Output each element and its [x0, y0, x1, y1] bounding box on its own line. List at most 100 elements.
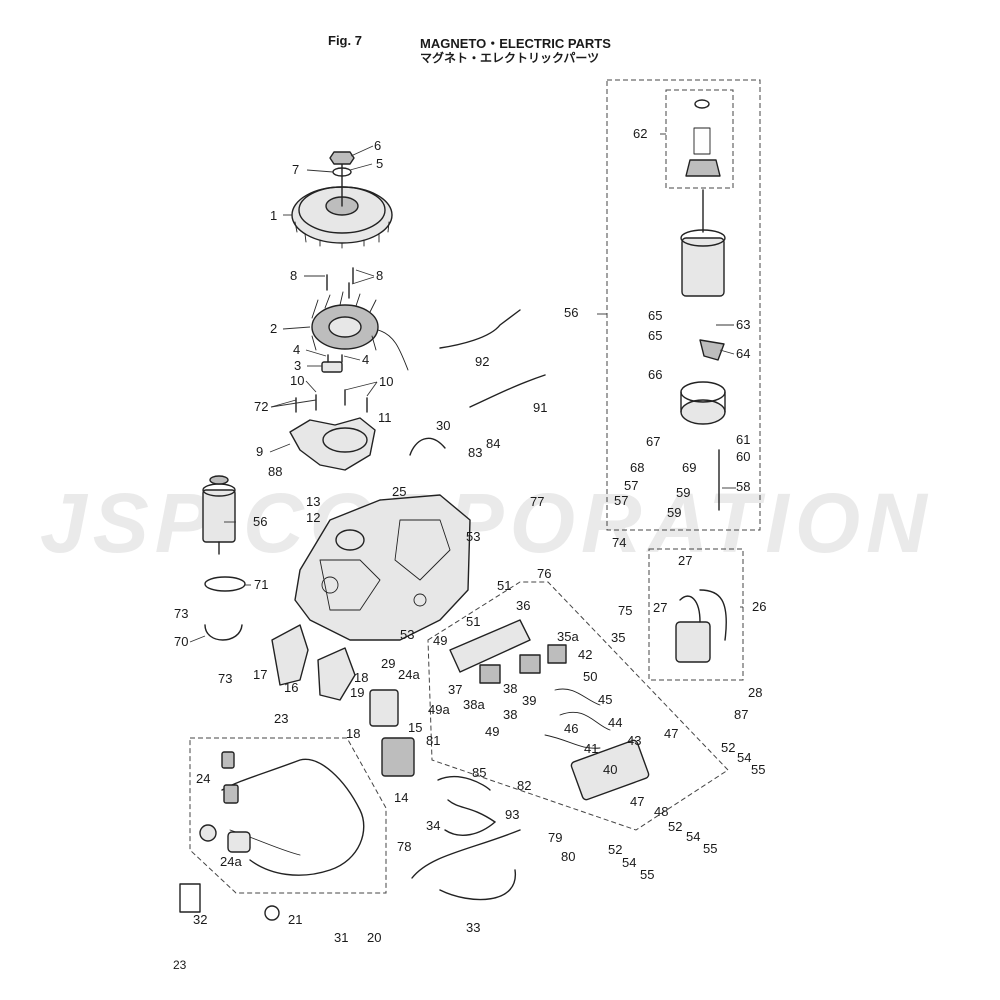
callout-15: 15 — [408, 720, 422, 735]
callout-18: 18 — [354, 670, 368, 685]
callout-1: 1 — [270, 208, 277, 223]
callout-20: 20 — [367, 930, 381, 945]
figure-label: Fig. 7 — [328, 33, 362, 48]
callout-49: 49 — [433, 633, 447, 648]
callout-35: 35 — [611, 630, 625, 645]
callout-42: 42 — [578, 647, 592, 662]
callout-68: 68 — [630, 460, 644, 475]
callout-51: 51 — [497, 578, 511, 593]
relay-panel-group-box — [427, 581, 729, 831]
callout-73: 73 — [174, 606, 188, 621]
callout-10: 10 — [290, 373, 304, 388]
cdi-unit — [381, 737, 415, 777]
callout-78: 78 — [397, 839, 411, 854]
callout-67: 67 — [646, 434, 660, 449]
callout-23: 23 — [274, 711, 288, 726]
callout-4: 4 — [362, 352, 369, 367]
callout-70: 70 — [174, 634, 188, 649]
callout-6: 6 — [374, 138, 381, 153]
callout-49: 49 — [485, 724, 499, 739]
callout-21: 21 — [288, 912, 302, 927]
callout-45: 45 — [598, 692, 612, 707]
battery-cables — [409, 309, 546, 901]
callout-58: 58 — [736, 479, 750, 494]
callout-52: 52 — [608, 842, 622, 857]
callout-64: 64 — [736, 346, 750, 361]
callout-65: 65 — [648, 308, 662, 323]
callout-27: 27 — [678, 553, 692, 568]
callout-10: 10 — [379, 374, 393, 389]
page-number: 23 — [173, 958, 187, 972]
wire-harness-group-box — [189, 737, 387, 894]
callout-55: 55 — [640, 867, 654, 882]
callout-30: 30 — [436, 418, 450, 433]
callout-56: 56 — [253, 514, 267, 529]
callout-60: 60 — [736, 449, 750, 464]
callout-73: 73 — [218, 671, 232, 686]
callout-16: 16 — [284, 680, 298, 695]
callout-2: 2 — [270, 321, 277, 336]
callout-59: 59 — [676, 485, 690, 500]
callout-44: 44 — [608, 715, 622, 730]
callout-14: 14 — [394, 790, 408, 805]
callout-54: 54 — [737, 750, 751, 765]
electrical-bracket — [317, 647, 356, 701]
callout-41: 41 — [584, 741, 598, 756]
callout-93: 93 — [505, 807, 519, 822]
callout-17: 17 — [253, 667, 267, 682]
electrical-cover — [271, 624, 309, 686]
callout-33: 33 — [466, 920, 480, 935]
callout-26: 26 — [752, 599, 766, 614]
engine-block — [294, 494, 471, 641]
callout-29: 29 — [381, 656, 395, 671]
callout-74: 74 — [612, 535, 626, 550]
callout-38: 38 — [503, 707, 517, 722]
callout-46: 46 — [564, 721, 578, 736]
pulser-coil — [321, 354, 343, 373]
callout-38: 38 — [503, 681, 517, 696]
callout-56: 56 — [564, 305, 578, 320]
callout-55: 55 — [703, 841, 717, 856]
callout-12: 12 — [306, 510, 320, 525]
ignition-coil-group-box — [648, 548, 744, 681]
callout-5: 5 — [376, 156, 383, 171]
callout-91: 91 — [533, 400, 547, 415]
callout-34: 34 — [426, 818, 440, 833]
callout-19: 19 — [350, 685, 364, 700]
starter-motor-left — [202, 475, 236, 555]
callout-24: 24 — [196, 771, 210, 786]
relay-panel — [449, 619, 650, 801]
corrugated-tube — [179, 883, 201, 913]
callout-3: 3 — [294, 358, 301, 373]
callout-52: 52 — [668, 819, 682, 834]
callout-53: 53 — [400, 627, 414, 642]
callout-37: 37 — [448, 682, 462, 697]
callout-labels: 6 5 7 1 8 8 2 4 4 3 10 10 72 11 9 30 84 … — [174, 126, 766, 945]
callout-87: 87 — [734, 707, 748, 722]
callout-8: 8 — [376, 268, 383, 283]
callout-18: 18 — [346, 726, 360, 741]
flywheel — [291, 159, 393, 249]
callout-38a: 38a — [463, 697, 485, 712]
callout-82: 82 — [517, 778, 531, 793]
callout-48: 48 — [654, 804, 668, 819]
callout-71: 71 — [254, 577, 268, 592]
callout-32: 32 — [193, 912, 207, 927]
callout-54: 54 — [622, 855, 636, 870]
callout-7: 7 — [292, 162, 299, 177]
callout-57: 57 — [624, 478, 638, 493]
brush-holder — [699, 339, 725, 361]
callout-49a: 49a — [428, 702, 450, 717]
callout-39: 39 — [522, 693, 536, 708]
callout-81: 81 — [426, 733, 440, 748]
callout-27: 27 — [653, 600, 667, 615]
callout-76: 76 — [537, 566, 551, 581]
callout-80: 80 — [561, 849, 575, 864]
callout-77: 77 — [530, 494, 544, 509]
watermark: JSP CORPORATION — [40, 476, 933, 570]
callout-36: 36 — [516, 598, 530, 613]
callout-28: 28 — [748, 685, 762, 700]
callout-52: 52 — [721, 740, 735, 755]
flywheel-nut — [329, 151, 355, 165]
